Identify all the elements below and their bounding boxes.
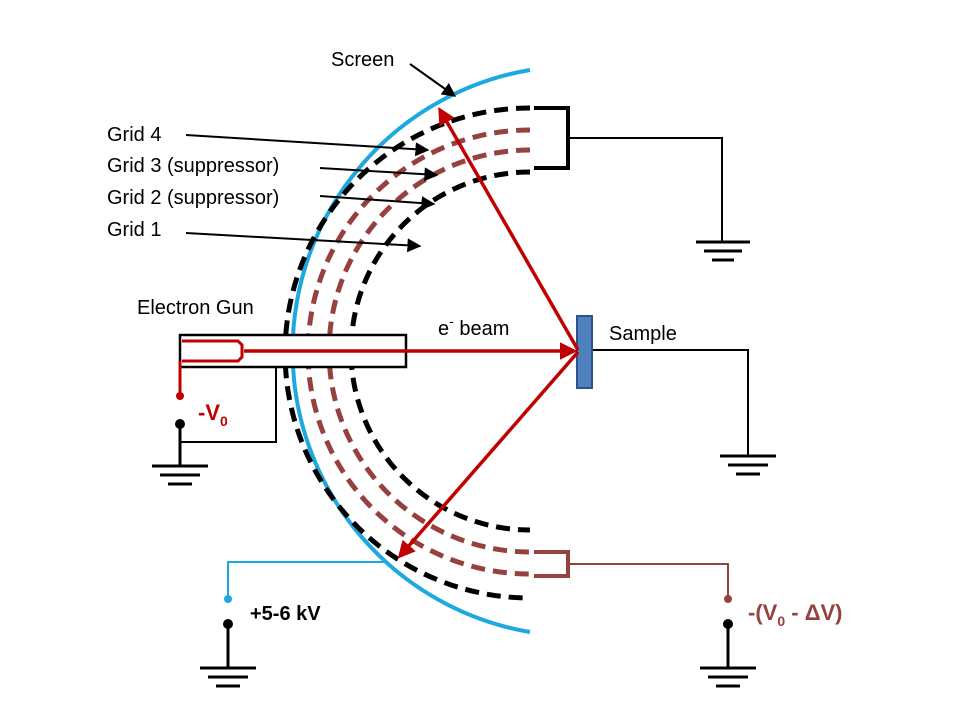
gun-cathode-terminal: [176, 392, 184, 400]
bottom-grid-bracket: [534, 550, 570, 578]
diffracted-beam-bottom: [397, 350, 580, 559]
ground-symbol-top: [696, 240, 750, 262]
dv-sub: 0: [777, 613, 785, 629]
screen-leader: [409, 63, 457, 97]
ground-symbol-sample: [720, 454, 776, 476]
grid3-leader: [319, 167, 439, 182]
electron-gun-label: Electron Gun: [137, 297, 254, 319]
ground-symbol-retard: [700, 666, 756, 688]
beam-label-text: beam: [454, 318, 510, 340]
dv-part2: -: [785, 600, 805, 625]
grid-1-arc: [348, 169, 531, 533]
grid-2-label: Grid 2 (suppressor): [107, 187, 279, 209]
beam-label-e: e: [438, 318, 449, 340]
grid-3-label: Grid 3 (suppressor): [107, 155, 279, 177]
grid1-leader: [185, 232, 422, 253]
diffracted-beam-top: [438, 106, 580, 351]
dv-part1: -(V: [748, 600, 778, 625]
grid-1-label: Grid 1: [107, 219, 161, 241]
sample: [576, 315, 593, 389]
dv-part3: V): [821, 600, 843, 625]
beam-label-minus: -: [449, 313, 454, 329]
sample-label: Sample: [609, 323, 677, 345]
beam-label: e- beam: [438, 313, 509, 340]
hv-label: +5-6 kV: [250, 603, 321, 625]
ground-symbol-gun: [152, 464, 208, 486]
grid4-leader: [185, 134, 430, 157]
top-grid-bracket: [534, 106, 570, 170]
gun-body-ground-wire: [180, 367, 277, 443]
retard-terminal: [724, 595, 732, 603]
v0-label-sub: 0: [220, 413, 228, 429]
grid2-leader: [319, 195, 436, 211]
v0-label: -V0: [198, 400, 228, 429]
retard-voltage-label: -(V0 - ΔV): [748, 600, 843, 629]
screen-terminal: [224, 595, 232, 603]
top-ground-wire: [568, 137, 723, 242]
sample-ground-wire: [592, 349, 749, 456]
ground-symbol-screen: [200, 666, 256, 688]
v0-label-main: -V: [198, 400, 220, 425]
grid-4-label: Grid 4: [107, 124, 161, 146]
screen-label: Screen: [331, 49, 394, 71]
dv-delta: Δ: [805, 600, 821, 625]
screen-supply-wire: [227, 561, 384, 596]
retard-wire: [568, 563, 729, 596]
electron-gun-filament: [182, 339, 244, 363]
